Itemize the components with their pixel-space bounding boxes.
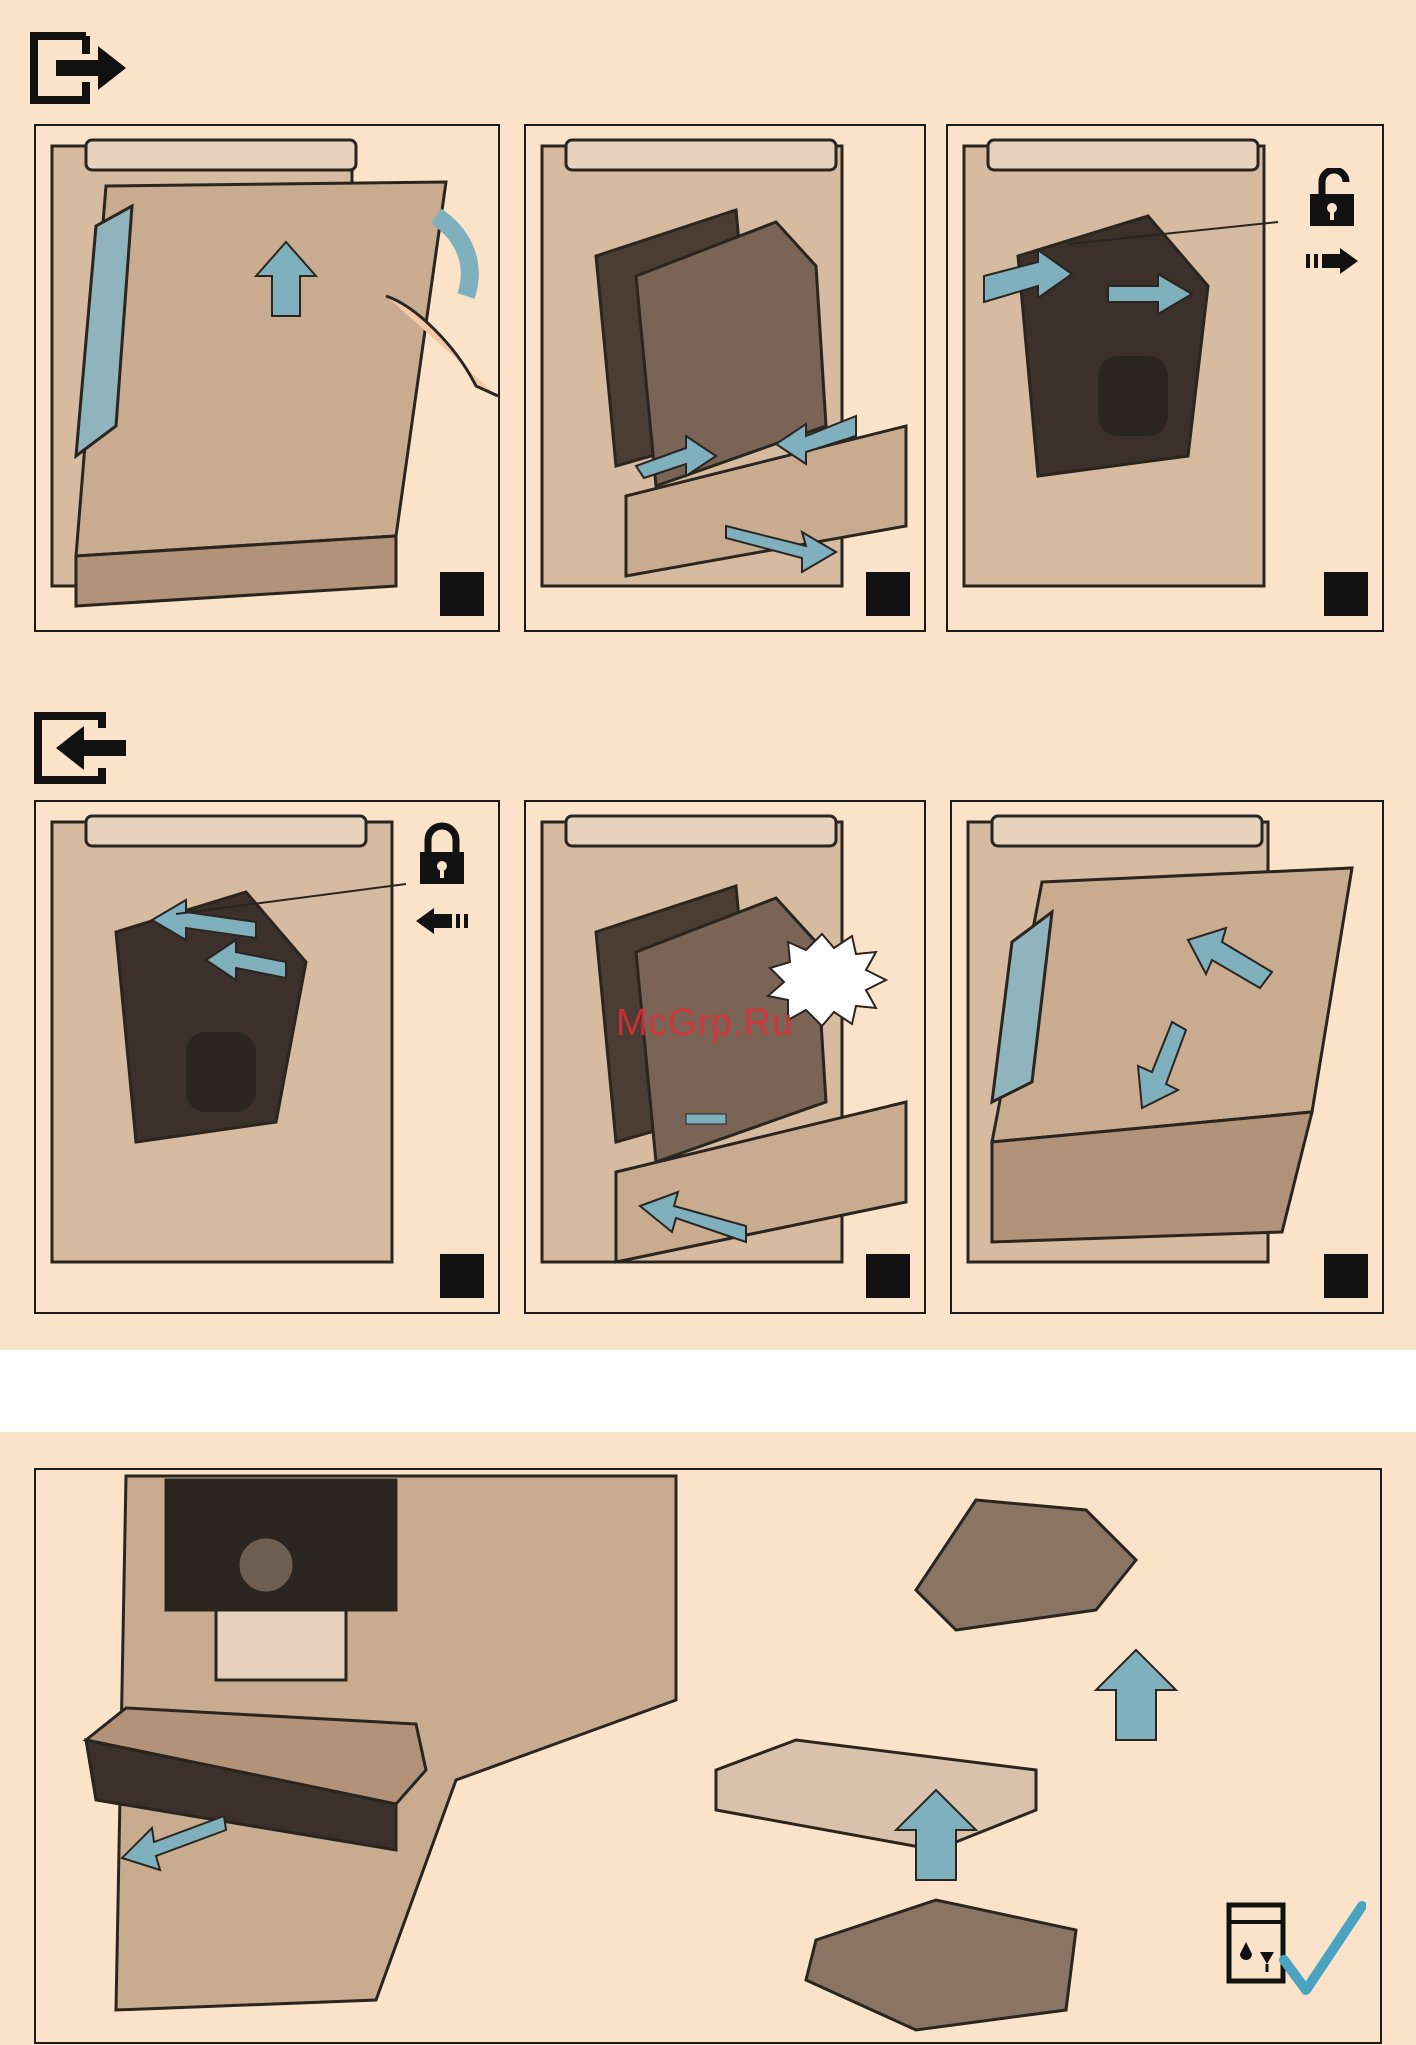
open-door-illustration: [36, 126, 498, 630]
watermark: McGrp.Ru: [616, 1002, 793, 1045]
step-number-box: [1324, 1254, 1368, 1298]
step-number-box: [866, 572, 910, 616]
arrow-left-icon: [414, 906, 470, 936]
checkmark-icon: [1276, 1900, 1366, 2000]
drip-tray-illustration: [36, 1470, 1380, 2042]
drip-tray-cleaning-panel: [34, 1468, 1382, 2044]
step-panel-open-door: [34, 124, 500, 632]
step-panel-release-cover: [524, 124, 926, 632]
exit-arrow-icon: [26, 30, 130, 106]
step-number-box: [866, 1254, 910, 1298]
close-door-illustration: [952, 802, 1382, 1312]
step-panel-insert-unit: [34, 800, 500, 1314]
step-panel-click-cover: [524, 800, 926, 1314]
step-panel-unlock-unit: [946, 124, 1384, 632]
step-panel-close-door: [950, 800, 1384, 1314]
step-number-box: [440, 1254, 484, 1298]
lock-icon: [416, 822, 468, 888]
unlock-icon: [1306, 168, 1358, 228]
step-number-box: [440, 572, 484, 616]
arrow-right-icon: [1304, 246, 1360, 276]
click-cover-illustration: [526, 802, 924, 1312]
enter-arrow-icon: [30, 710, 130, 786]
release-cover-illustration: [526, 126, 924, 630]
step-number-box: [1324, 572, 1368, 616]
